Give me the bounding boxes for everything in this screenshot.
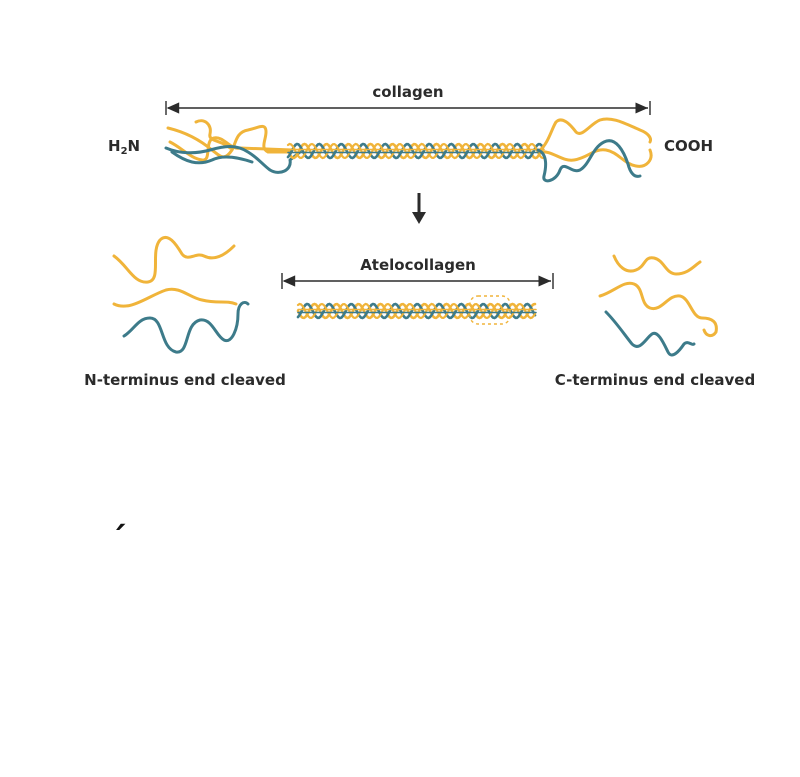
highlight-dotted-box [469,295,511,325]
c-terminus-fragments [598,254,718,357]
collagen-n-terminal-telopeptide [164,119,302,174]
stray-mark: ´ [110,520,127,560]
collagen-span-arrow [165,101,651,115]
n-terminus-fragments [112,235,250,354]
atelocollagen-label: Atelocollagen [360,256,476,274]
collagen-label: collagen [372,83,443,101]
down-arrow [412,193,426,224]
c-terminus-caption: C-terminus end cleaved [555,371,755,389]
atelocollagen-span-arrow [281,273,554,289]
collagen-triple-helix [286,142,545,160]
n-terminus-caption: N-terminus end cleaved [84,371,286,389]
collagen-c-terminal-telopeptide [536,117,653,183]
atelocollagen-triple-helix [296,302,537,320]
cooh-label: COOH [664,137,713,155]
h2n-label: H2N [108,137,140,157]
